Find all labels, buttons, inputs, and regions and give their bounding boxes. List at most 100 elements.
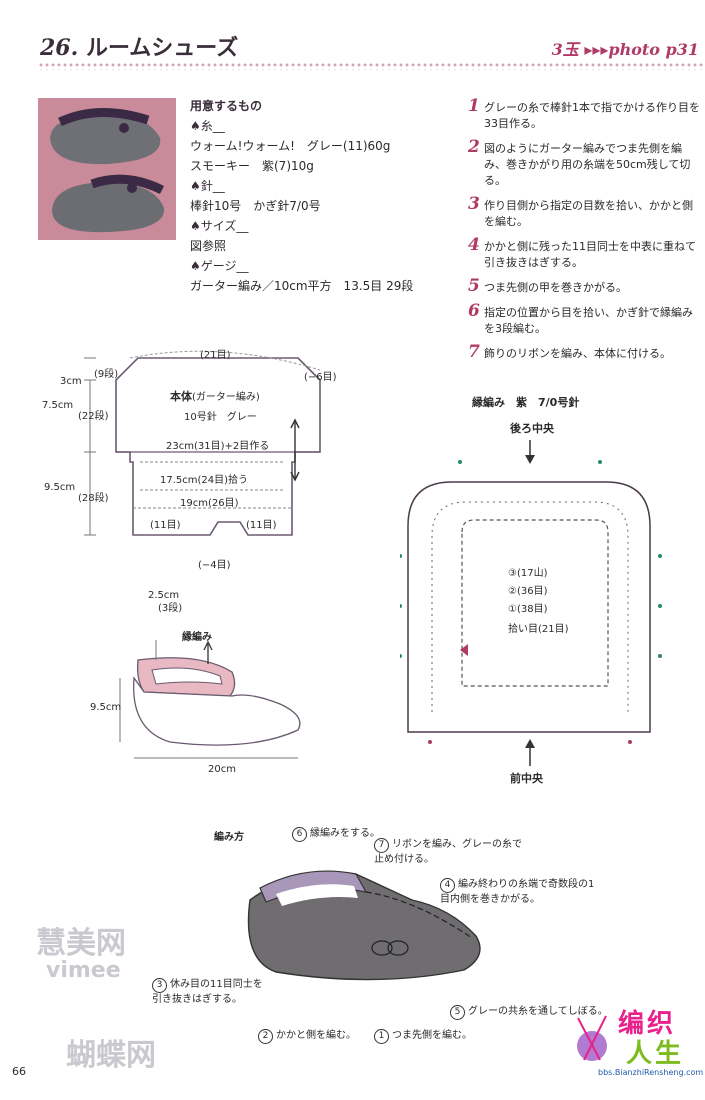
howto-text-6: 縁編みをする。 [310,828,380,839]
header-divider [38,62,705,70]
watermark-text-3: 蝴蝶网 [66,1038,156,1073]
page-number: 66 [12,1065,26,1078]
right-11-label: (11目) [246,520,277,531]
size-title: ♠サイズ__ [190,219,249,233]
edge-label: 縁編み [182,632,212,643]
slipper-side-diagram [119,640,301,759]
front-center-label: 前中央 [510,772,543,785]
top-count-label: (21目) [200,350,231,361]
howto-text-3: 休み目の11目同士を引き抜きはぎする。 [152,979,263,1005]
yarn-ball-icon [577,1015,607,1061]
logo-url: bbs.BianzhiRensheng.com [598,1068,704,1077]
height-28-rows-label: (28段) [78,493,109,504]
watermark-text-1: 慧美网 [36,926,126,961]
step-number: 6 [468,301,480,321]
pickup-count-label: 拾い目(21目) [508,624,569,635]
round-3-count: (17山) [516,568,548,579]
step-text: 指定の位置から目を拾い、かぎ針で縁編みを3段編む。 [484,306,693,335]
decrease-4-label: (−4目) [198,560,231,571]
logo-line-2: 人生 [626,1039,685,1069]
howto-text-4: 編み終わりの糸端で奇数段の1目内側を巻きかがる。 [440,879,595,905]
height-9-5cm-label: 9.5cm [44,482,76,493]
step-number: 3 [468,194,480,214]
cast-on-label: 23cm(31目)+2目作る [166,441,270,452]
round-1-count: (38目) [516,604,548,615]
body-subtitle: (ガーター編み) [192,392,260,403]
chart-title: 縁編み 紫 7/0号針 [472,396,580,409]
left-11-label: (11目) [150,520,181,531]
logo-line-1: 编织 [618,1009,677,1039]
round-2-marker: ② [508,586,517,597]
round-2-label: ②(36目) [508,582,548,597]
step-text: 飾りのリボンを編み、本体に付ける。 [484,347,671,360]
gauge-line: ガーター編み／10cm平方 13.5目 29段 [190,279,414,293]
materials-list: 用意するもの ♠糸__ ウォーム!ウォーム! グレー(11)60g スモーキー … [190,96,413,296]
step-number: 5 [468,276,480,296]
step-text: かかと側に残った11目同士を中表に重ねて引き抜きはぎする。 [484,240,696,269]
body-title-label: 本体(ガーター編み) [170,388,260,404]
needle-title: ♠針__ [190,179,225,193]
howto-text-1: つま先側を編む。 [392,1030,472,1041]
edge-height-rows-label: (3段) [158,603,183,614]
height-3cm-label: 3cm [60,376,82,387]
step-text: グレーの糸で棒針1本で指でかける作り目を33目作る。 [484,101,700,130]
height-7-5cm-label: 7.5cm [42,400,74,411]
howto-num-2: 2 [258,1029,273,1044]
howto-text-2: かかと側を編む。 [276,1030,356,1041]
photo-reference: 3玉 ▸▸▸photo p31 [551,40,699,59]
yarn-line-2: スモーキー 紫(7)10g [190,159,314,173]
round-2-count: (36目) [516,586,548,597]
step-number: 7 [468,342,480,362]
yarn-title: ♠糸__ [190,119,225,133]
slipper-photo [38,98,176,240]
step-text: 図のようにガーター編みでつま先側を編み、巻きかがり用の糸端を50cm残して切る。 [484,142,691,187]
yarn-line-1: ウォーム!ウォーム! グレー(11)60g [190,139,391,153]
height-9-rows-label: (9段) [94,369,119,380]
pickup-label: 17.5cm(24目)拾う [160,475,249,486]
needle-color-label: 10号針 グレー [184,412,257,423]
edge-height-cm-label: 2.5cm [148,590,180,601]
step-item: 7 飾りのリボンを編み、本体に付ける。 [468,342,700,362]
step-number: 1 [468,96,480,116]
step-text: 作り目側から指定の目数を拾い、かかと側を編む。 [484,199,693,228]
slipper-photo-art [38,98,176,240]
howto-num-3: 3 [152,978,167,993]
howto-num-4: 4 [440,878,455,893]
step-item: 5 つま先側の甲を巻きかがる。 [468,276,700,296]
body-diagram [84,350,321,536]
howto-text-7: リボンを編み、グレーの糸で止め付ける。 [374,839,522,865]
howto-title: 編み方 [214,832,244,843]
round-1-label: ①(38目) [508,600,548,615]
round-3-marker: ③ [508,568,517,579]
howto-num-1: 1 [374,1029,389,1044]
back-center-label: 後ろ中央 [510,422,554,435]
gauge-title: ♠ゲージ__ [190,259,249,273]
height-22-rows-label: (22段) [78,411,109,422]
step-number: 4 [468,235,480,255]
side-9-5cm-label: 9.5cm [90,702,122,713]
howto-num-7: 7 [374,838,389,853]
width-19cm-label: 19cm(26目) [180,498,239,509]
step-text: つま先側の甲を巻きかがる。 [484,281,627,294]
size-line: 図参照 [190,239,227,253]
crochet-chart [400,440,662,766]
howto-text-5: グレーの共糸を通してしぼる。 [468,1006,608,1017]
materials-heading: 用意するもの [190,99,263,113]
length-20cm-label: 20cm [208,764,236,775]
round-3-label: ③(17山) [508,564,548,579]
round-1-marker: ① [508,604,517,615]
step-number: 2 [468,137,480,157]
needle-line: 棒針10号 かぎ針7/0号 [190,199,321,213]
